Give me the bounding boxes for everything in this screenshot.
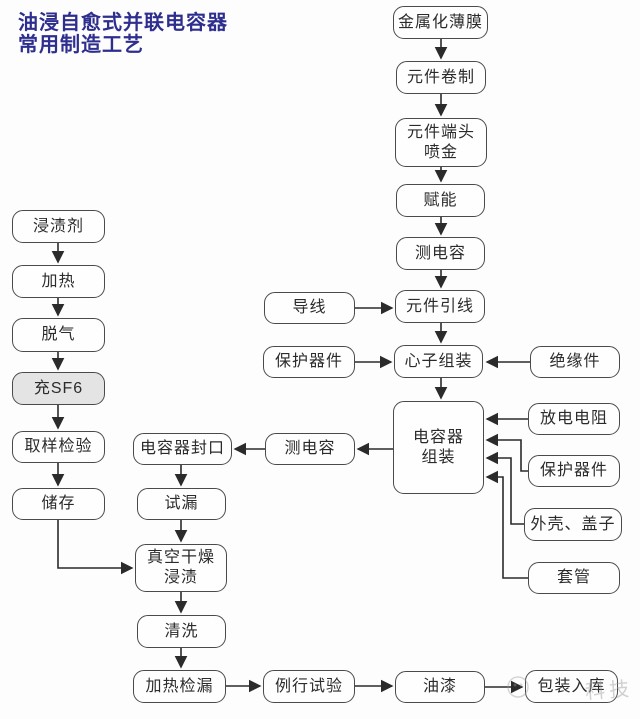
flow-node-degassing: 脱气 (12, 318, 105, 352)
page-title-line2: 常用制造工艺 (18, 34, 144, 56)
flow-node-element-winding: 元件卷制 (396, 61, 486, 94)
flow-node-discharge-resistor: 放电电阻 (528, 403, 620, 435)
flow-node-core-assembly: 心子组装 (394, 345, 483, 378)
flow-node-capacitance-test-1: 测电容 (396, 237, 485, 270)
flow-node-sampling-inspection: 取样检验 (12, 431, 105, 463)
flow-node-heating-leak-detection: 加热检漏 (133, 670, 226, 703)
flow-node-capacitor-assembly: 电容器 组装 (393, 401, 484, 494)
flow-node-leak-test: 试漏 (137, 488, 226, 520)
flow-node-capacitance-test-2: 测电容 (265, 433, 355, 465)
flow-node-bushing: 套管 (528, 562, 620, 594)
flow-node-cleaning: 清洗 (137, 615, 226, 648)
flow-node-protection-device-2: 保护器件 (528, 455, 620, 487)
flow-node-metallized-film: 金属化薄膜 (393, 6, 488, 39)
flow-node-capacitor-sealing: 电容器封口 (133, 433, 232, 465)
flow-node-protection-device-1: 保护器件 (263, 346, 355, 378)
flow-node-heating: 加热 (12, 265, 105, 298)
flow-node-element-end-spraying: 元件端头 喷金 (395, 118, 487, 167)
flow-node-vacuum-drying-impregnation: 真空干燥 浸渍 (135, 544, 227, 592)
connector-group (51, 39, 530, 694)
watermark-text: 科技 (584, 678, 634, 704)
flow-node-shell-cover: 外壳、盖子 (524, 508, 622, 541)
flow-node-lead-wire: 导线 (264, 292, 355, 324)
flow-node-routine-test: 例行试验 (263, 670, 355, 703)
flow-node-energizing: 赋能 (396, 184, 485, 217)
flow-node-painting: 油漆 (395, 671, 485, 703)
flow-node-impregnant: 浸渍剂 (12, 210, 105, 243)
page-title-line1: 油浸自愈式并联电容器 (18, 12, 228, 34)
watermark-logo-icon (507, 676, 529, 698)
flow-node-sf6-filling: 充SF6 (12, 372, 105, 405)
flow-node-insulation-part: 绝缘件 (530, 346, 620, 378)
flow-node-element-lead: 元件引线 (395, 290, 485, 323)
flow-node-packing-storage: 包装入库 (525, 670, 618, 703)
page-title: 油浸自愈式并联电容器 常用制造工艺 (18, 12, 228, 56)
flow-node-storage: 储存 (12, 488, 105, 520)
